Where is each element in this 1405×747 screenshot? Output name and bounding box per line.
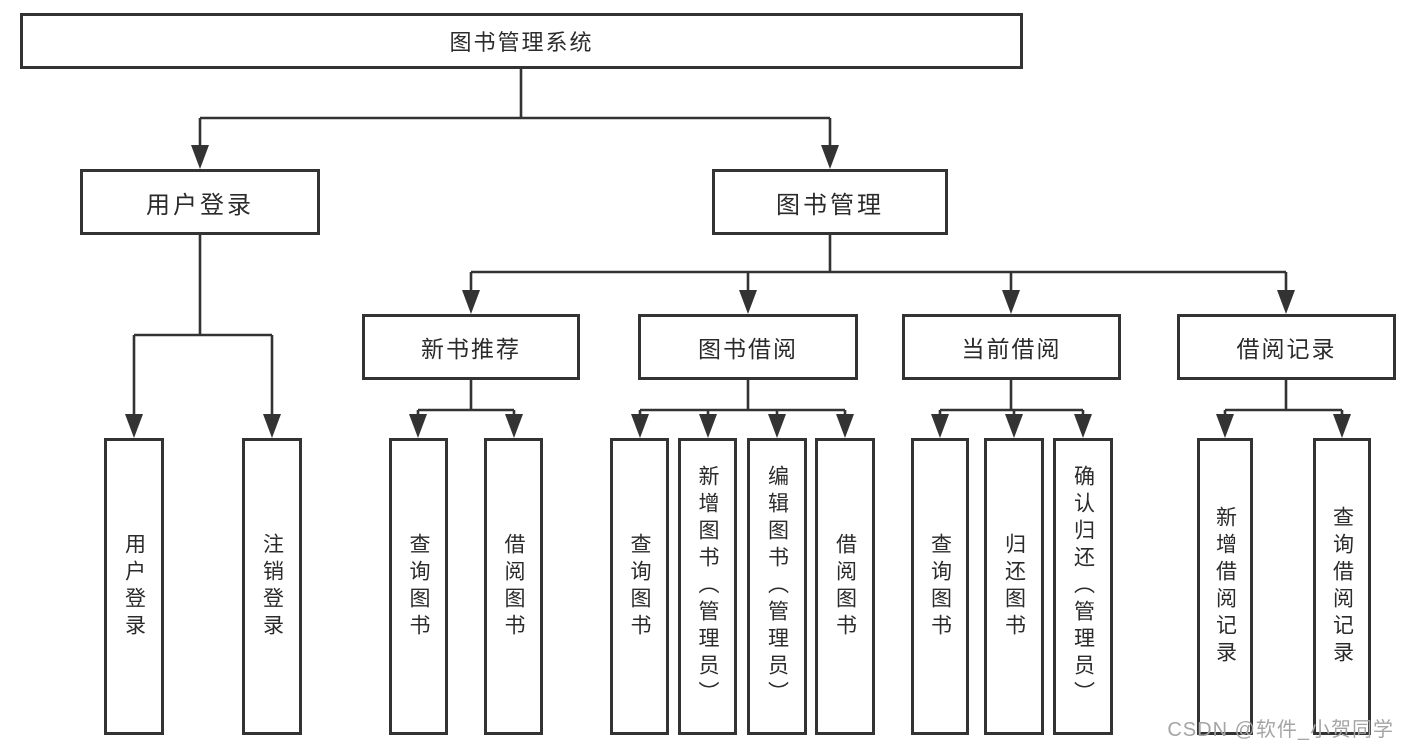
node-label: 新增图书（管理员）	[696, 465, 719, 708]
node-label: 借阅记录	[1236, 336, 1337, 362]
node-label: 图书管理	[776, 191, 884, 219]
arrow-down-icon	[1216, 414, 1234, 438]
node-book-management: 图书管理	[712, 169, 948, 235]
edge-book-mgmt-split	[469, 235, 1288, 295]
node-label: 用户登录	[122, 532, 146, 641]
node-label: 图书管理系统	[449, 30, 594, 55]
node-label: 归还图书	[1002, 532, 1026, 641]
node-label: 查询图书	[928, 532, 952, 641]
arrow-down-icon	[462, 290, 480, 314]
leaf-query-books-borrow: 查询图书	[610, 438, 669, 735]
leaf-add-borrow-record: 新增借阅记录	[1197, 438, 1253, 735]
edge-book-borrow-split	[638, 380, 847, 419]
edge-user-login-split	[132, 235, 274, 419]
node-new-book-recommendation: 新书推荐	[362, 314, 580, 380]
node-label: 当前借阅	[961, 336, 1062, 362]
arrowheads	[125, 145, 1351, 438]
arrow-down-icon	[768, 414, 786, 438]
leaf-return-books: 归还图书	[984, 438, 1044, 735]
leaf-logout: 注销登录	[242, 438, 302, 735]
arrow-down-icon	[1333, 414, 1351, 438]
edge-records-split	[1223, 380, 1344, 419]
leaf-confirm-return-admin: 确认归还（管理员）	[1053, 438, 1113, 735]
arrow-down-icon	[821, 145, 839, 169]
arrow-down-icon	[1277, 290, 1295, 314]
tree-edges	[132, 69, 1344, 419]
node-borrowing-records: 借阅记录	[1177, 314, 1396, 380]
node-label: 查询图书	[628, 532, 651, 641]
node-label: 确认归还（管理员）	[1071, 465, 1095, 708]
arrow-down-icon	[1005, 414, 1023, 438]
node-label: 借阅图书	[833, 532, 857, 641]
node-label: 借阅图书	[502, 532, 525, 641]
arrow-down-icon	[1074, 414, 1092, 438]
arrow-down-icon	[699, 414, 717, 438]
leaf-query-borrow-record: 查询借阅记录	[1313, 438, 1371, 735]
edge-root-split	[198, 69, 832, 150]
leaf-borrow-books-recommend: 借阅图书	[484, 438, 543, 735]
arrow-down-icon	[125, 414, 143, 438]
leaf-query-books-current: 查询图书	[911, 438, 969, 735]
edge-current-borrow-split	[938, 380, 1085, 419]
node-label: 用户登录	[146, 191, 254, 219]
node-label: 图书借阅	[698, 336, 798, 362]
node-label: 新书推荐	[421, 336, 521, 362]
node-current-borrowing: 当前借阅	[902, 314, 1121, 380]
node-user-login: 用户登录	[80, 169, 320, 235]
leaf-query-books-recommend: 查询图书	[389, 438, 448, 735]
watermark: CSDN @软件_小贺同学	[1167, 719, 1394, 741]
edge-new-book-split	[416, 380, 516, 419]
arrow-down-icon	[836, 414, 854, 438]
arrow-down-icon	[1002, 290, 1020, 314]
arrow-down-icon	[631, 414, 649, 438]
node-library-system: 图书管理系统	[20, 13, 1023, 69]
leaf-user-login: 用户登录	[104, 438, 164, 735]
node-label: 查询图书	[407, 532, 430, 641]
arrow-down-icon	[191, 145, 209, 169]
node-book-borrowing: 图书借阅	[638, 314, 858, 380]
node-label: 新增借阅记录	[1213, 505, 1237, 668]
arrow-down-icon	[505, 414, 523, 438]
arrow-down-icon	[409, 414, 427, 438]
node-label: 查询借阅记录	[1330, 505, 1354, 668]
arrow-down-icon	[739, 290, 757, 314]
node-label: 编辑图书（管理员）	[765, 465, 789, 708]
leaf-borrow-books: 借阅图书	[815, 438, 875, 735]
leaf-edit-books-admin: 编辑图书（管理员）	[747, 438, 807, 735]
arrow-down-icon	[263, 414, 281, 438]
node-label: 注销登录	[260, 532, 284, 641]
leaf-add-books-admin: 新增图书（管理员）	[678, 438, 737, 735]
arrow-down-icon	[931, 414, 949, 438]
